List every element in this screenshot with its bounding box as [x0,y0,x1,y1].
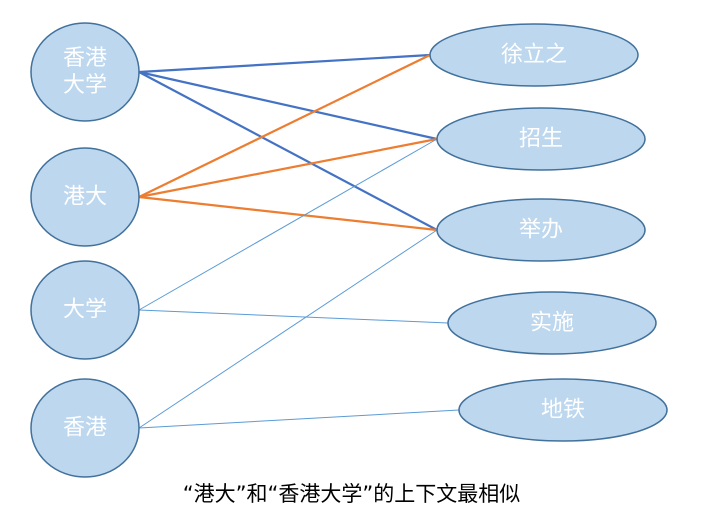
node-label: 招生 [519,127,563,152]
edge-gangda-to-juban [138,195,438,232]
node-shape [30,147,140,247]
node-shape [458,378,668,442]
diagram-caption: “港大”和“香港大学”的上下文最相似 [182,482,521,506]
right-node-xulizhi: 徐立之 [429,23,639,87]
edge-xianggang-daxue-to-juban [138,71,438,231]
node-label: 举办 [519,218,563,243]
node-shape [429,23,639,87]
edge-daxue-to-zhaosheng [138,138,438,311]
edge-gangda-to-xulizhi [138,54,431,198]
node-label: 香港 [63,46,107,71]
edge-xianggang-daxue-to-xulizhi [138,53,431,74]
right-node-ditie: 地铁 [458,378,668,442]
left-node-daxue: 大学 [30,260,140,360]
right-node-shishi: 实施 [447,291,657,355]
node-shape [30,378,140,478]
left-node-xianggang-daxue: 香港大学 [30,22,140,122]
node-shape [436,107,646,171]
node-shape [30,22,140,122]
node-label: 地铁 [541,398,585,423]
node-shape [447,291,657,355]
node-label: 实施 [530,311,574,336]
right-node-juban: 举办 [436,198,646,262]
edge-daxue-to-shishi [138,309,449,324]
edge-xianggang-to-ditie [138,409,460,429]
node-label: 大学 [63,73,107,98]
left-node-gangda: 港大 [30,147,140,247]
node-label: 徐立之 [501,43,567,68]
node-shape [436,198,646,262]
node-label: 港大 [63,185,107,210]
edge-gangda-to-zhaosheng [138,137,438,199]
node-shape [30,260,140,360]
edge-xianggang-to-juban [138,229,438,429]
right-node-zhaosheng: 招生 [436,107,646,171]
edge-xianggang-daxue-to-zhaosheng [138,70,438,141]
node-label: 大学 [63,298,107,323]
edges-layer [138,53,460,429]
left-node-xianggang: 香港 [30,378,140,478]
node-label: 香港 [63,416,107,441]
